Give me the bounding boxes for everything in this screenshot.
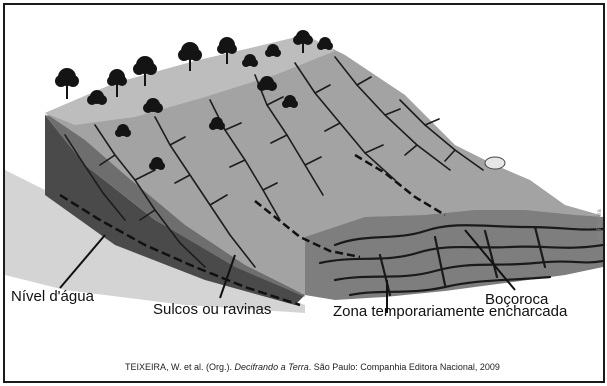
- erosion-diagram: [5, 5, 605, 383]
- illustrator-credit: Luiz Ferreira: [597, 209, 603, 243]
- source-citation: TEIXEIRA, W. et al. (Org.). Decifrando a…: [125, 362, 500, 372]
- label-sulcos-ravinas: Sulcos ou ravinas: [153, 301, 271, 318]
- citation-title: Decifrando a Terra: [235, 362, 309, 372]
- label-nivel-agua: Nível d'água: [11, 288, 94, 305]
- citation-prefix: TEIXEIRA, W. et al. (Org.).: [125, 362, 232, 372]
- label-bocoroca: Boçoroca: [485, 291, 548, 308]
- citation-suffix: . São Paulo: Companhia Editora Nacional,…: [309, 362, 500, 372]
- diagram-frame: Nível d'água Sulcos ou ravinas Zona temp…: [3, 3, 605, 383]
- rock: [485, 157, 505, 169]
